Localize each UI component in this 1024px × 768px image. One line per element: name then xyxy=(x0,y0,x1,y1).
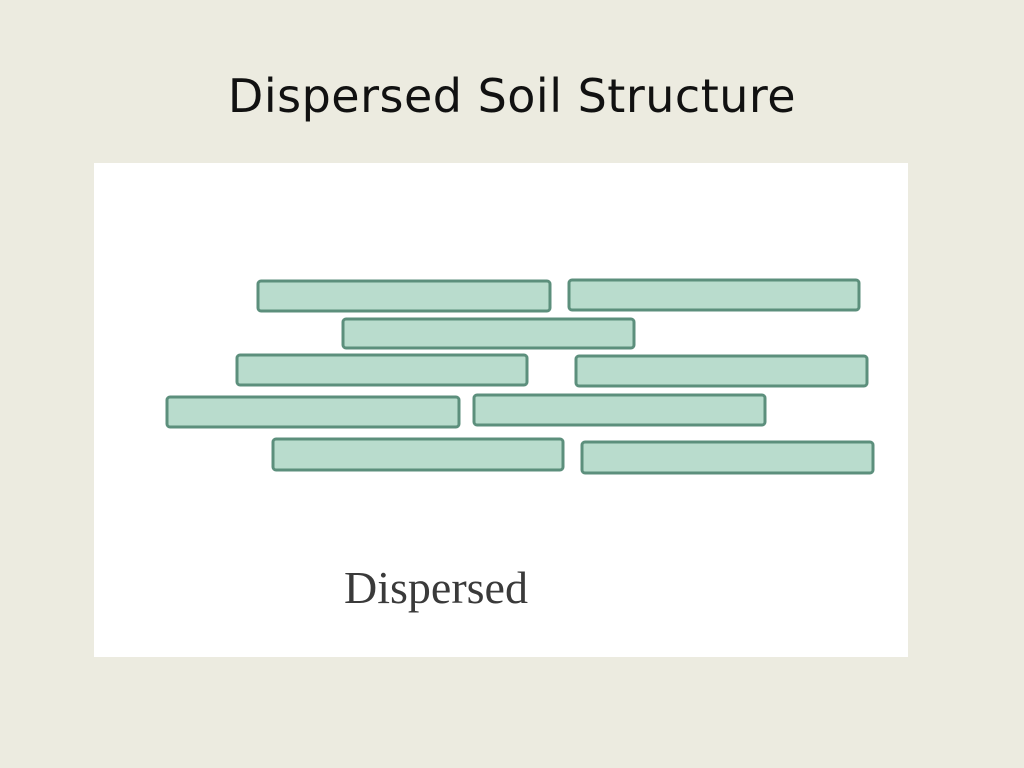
figure-caption: Dispersed xyxy=(344,562,528,613)
dispersed-structure-figure: Dispersed xyxy=(94,163,908,657)
slide-title: Dispersed Soil Structure xyxy=(227,69,797,123)
clay-platelet xyxy=(271,437,565,472)
clay-platelet xyxy=(341,317,636,350)
clay-platelet xyxy=(235,353,529,387)
clay-platelet xyxy=(165,395,461,429)
clay-platelet xyxy=(567,278,861,312)
dispersed-structure-diagram: Dispersed xyxy=(165,278,875,613)
clay-platelet xyxy=(472,393,767,427)
clay-platelet xyxy=(580,440,875,475)
clay-platelet xyxy=(574,354,869,388)
clay-platelet xyxy=(256,279,552,313)
